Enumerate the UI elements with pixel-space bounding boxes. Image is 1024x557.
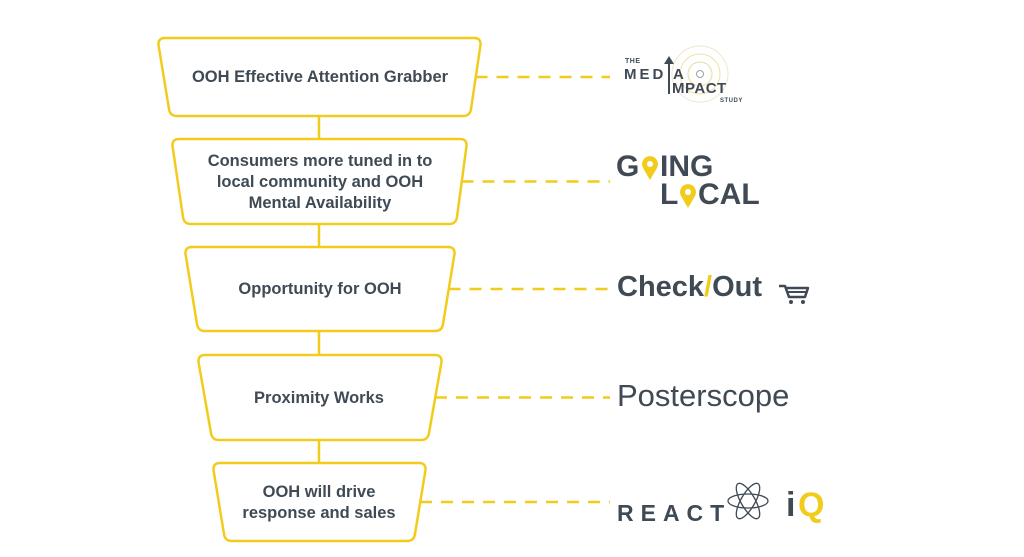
- shopping-cart-icon: [779, 284, 810, 304]
- going-local-logo: G ING L CAL: [616, 150, 766, 212]
- react-logo: REACT: [617, 480, 769, 530]
- stage-3-box: [184, 245, 456, 333]
- going-local-cal: CAL: [698, 178, 760, 211]
- checkout-slash: /: [704, 271, 713, 303]
- media-impact-a: A: [673, 66, 684, 83]
- iq-logo: i Q: [786, 484, 836, 528]
- stage-2-box: [171, 137, 468, 226]
- media-impact-the: THE: [625, 58, 641, 65]
- going-local-g: G: [616, 150, 640, 183]
- stage-2-label: Consumers more tuned in to local communi…: [207, 151, 433, 212]
- media-impact-media: MED: [624, 66, 667, 83]
- going-local-l: L: [660, 178, 679, 211]
- media-impact-impact: MPACT: [672, 80, 727, 97]
- stage-5-label: OOH will drive response and sales: [242, 483, 396, 522]
- going-local-ing: ING: [660, 150, 714, 183]
- stage-4-box: [197, 353, 443, 442]
- iq-q: Q: [798, 486, 825, 524]
- map-pin-icon: [680, 184, 696, 208]
- stage-4-label: Proximity Works: [254, 388, 384, 407]
- checkout-out: Out: [712, 271, 763, 303]
- iq-i: i: [786, 486, 796, 524]
- checkout-check: Check: [617, 271, 705, 303]
- media-impact-study: STUDY: [720, 98, 743, 104]
- map-pin-icon: [642, 156, 658, 180]
- posterscope-text: Posterscope: [617, 378, 790, 413]
- atom-icon: [727, 482, 769, 520]
- stage-1-label: OOH Effective Attention Grabber: [191, 67, 449, 86]
- stage-5-box: [212, 461, 427, 543]
- stage-3-label: Opportunity for OOH: [238, 279, 402, 298]
- stage-1-box: [157, 36, 482, 118]
- media-impact-study-logo: THE MED A MPACT STUDY: [612, 44, 762, 114]
- checkout-logo: Check/Out: [617, 270, 817, 310]
- target-circles-icon: [664, 45, 729, 103]
- react-text: REACT: [617, 500, 732, 526]
- posterscope-logo: Posterscope: [617, 378, 789, 414]
